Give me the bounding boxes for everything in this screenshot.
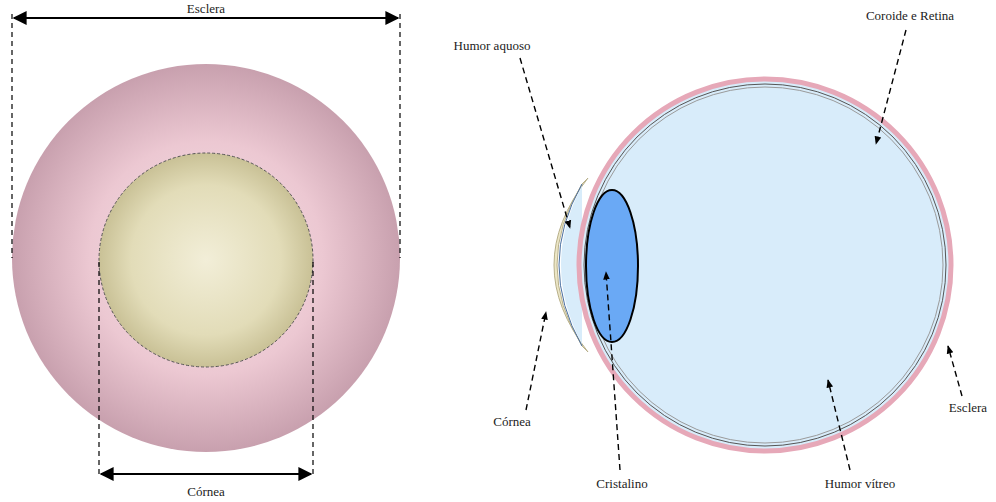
choroid-retina (584, 84, 946, 446)
retina-line (587, 87, 943, 443)
part-label: Coroide e Retina (864, 9, 956, 23)
sclera-side (579, 79, 951, 451)
cornea-front (99, 153, 313, 367)
sclera-front (12, 64, 400, 452)
part-label: Humor vítreo (823, 477, 897, 491)
part-label: Córnea (491, 415, 533, 429)
part-label: Humor aquoso (452, 39, 533, 53)
part-label: Córnea (185, 485, 227, 499)
part-label: Esclera (947, 401, 989, 415)
dimension-line (101, 473, 311, 475)
part-label: Esclera (185, 2, 227, 16)
part-label: Cristalino (594, 477, 649, 491)
lens (586, 190, 638, 342)
leader-lines (520, 30, 962, 470)
dimension-line (14, 17, 398, 19)
dimension-guides (12, 14, 400, 478)
